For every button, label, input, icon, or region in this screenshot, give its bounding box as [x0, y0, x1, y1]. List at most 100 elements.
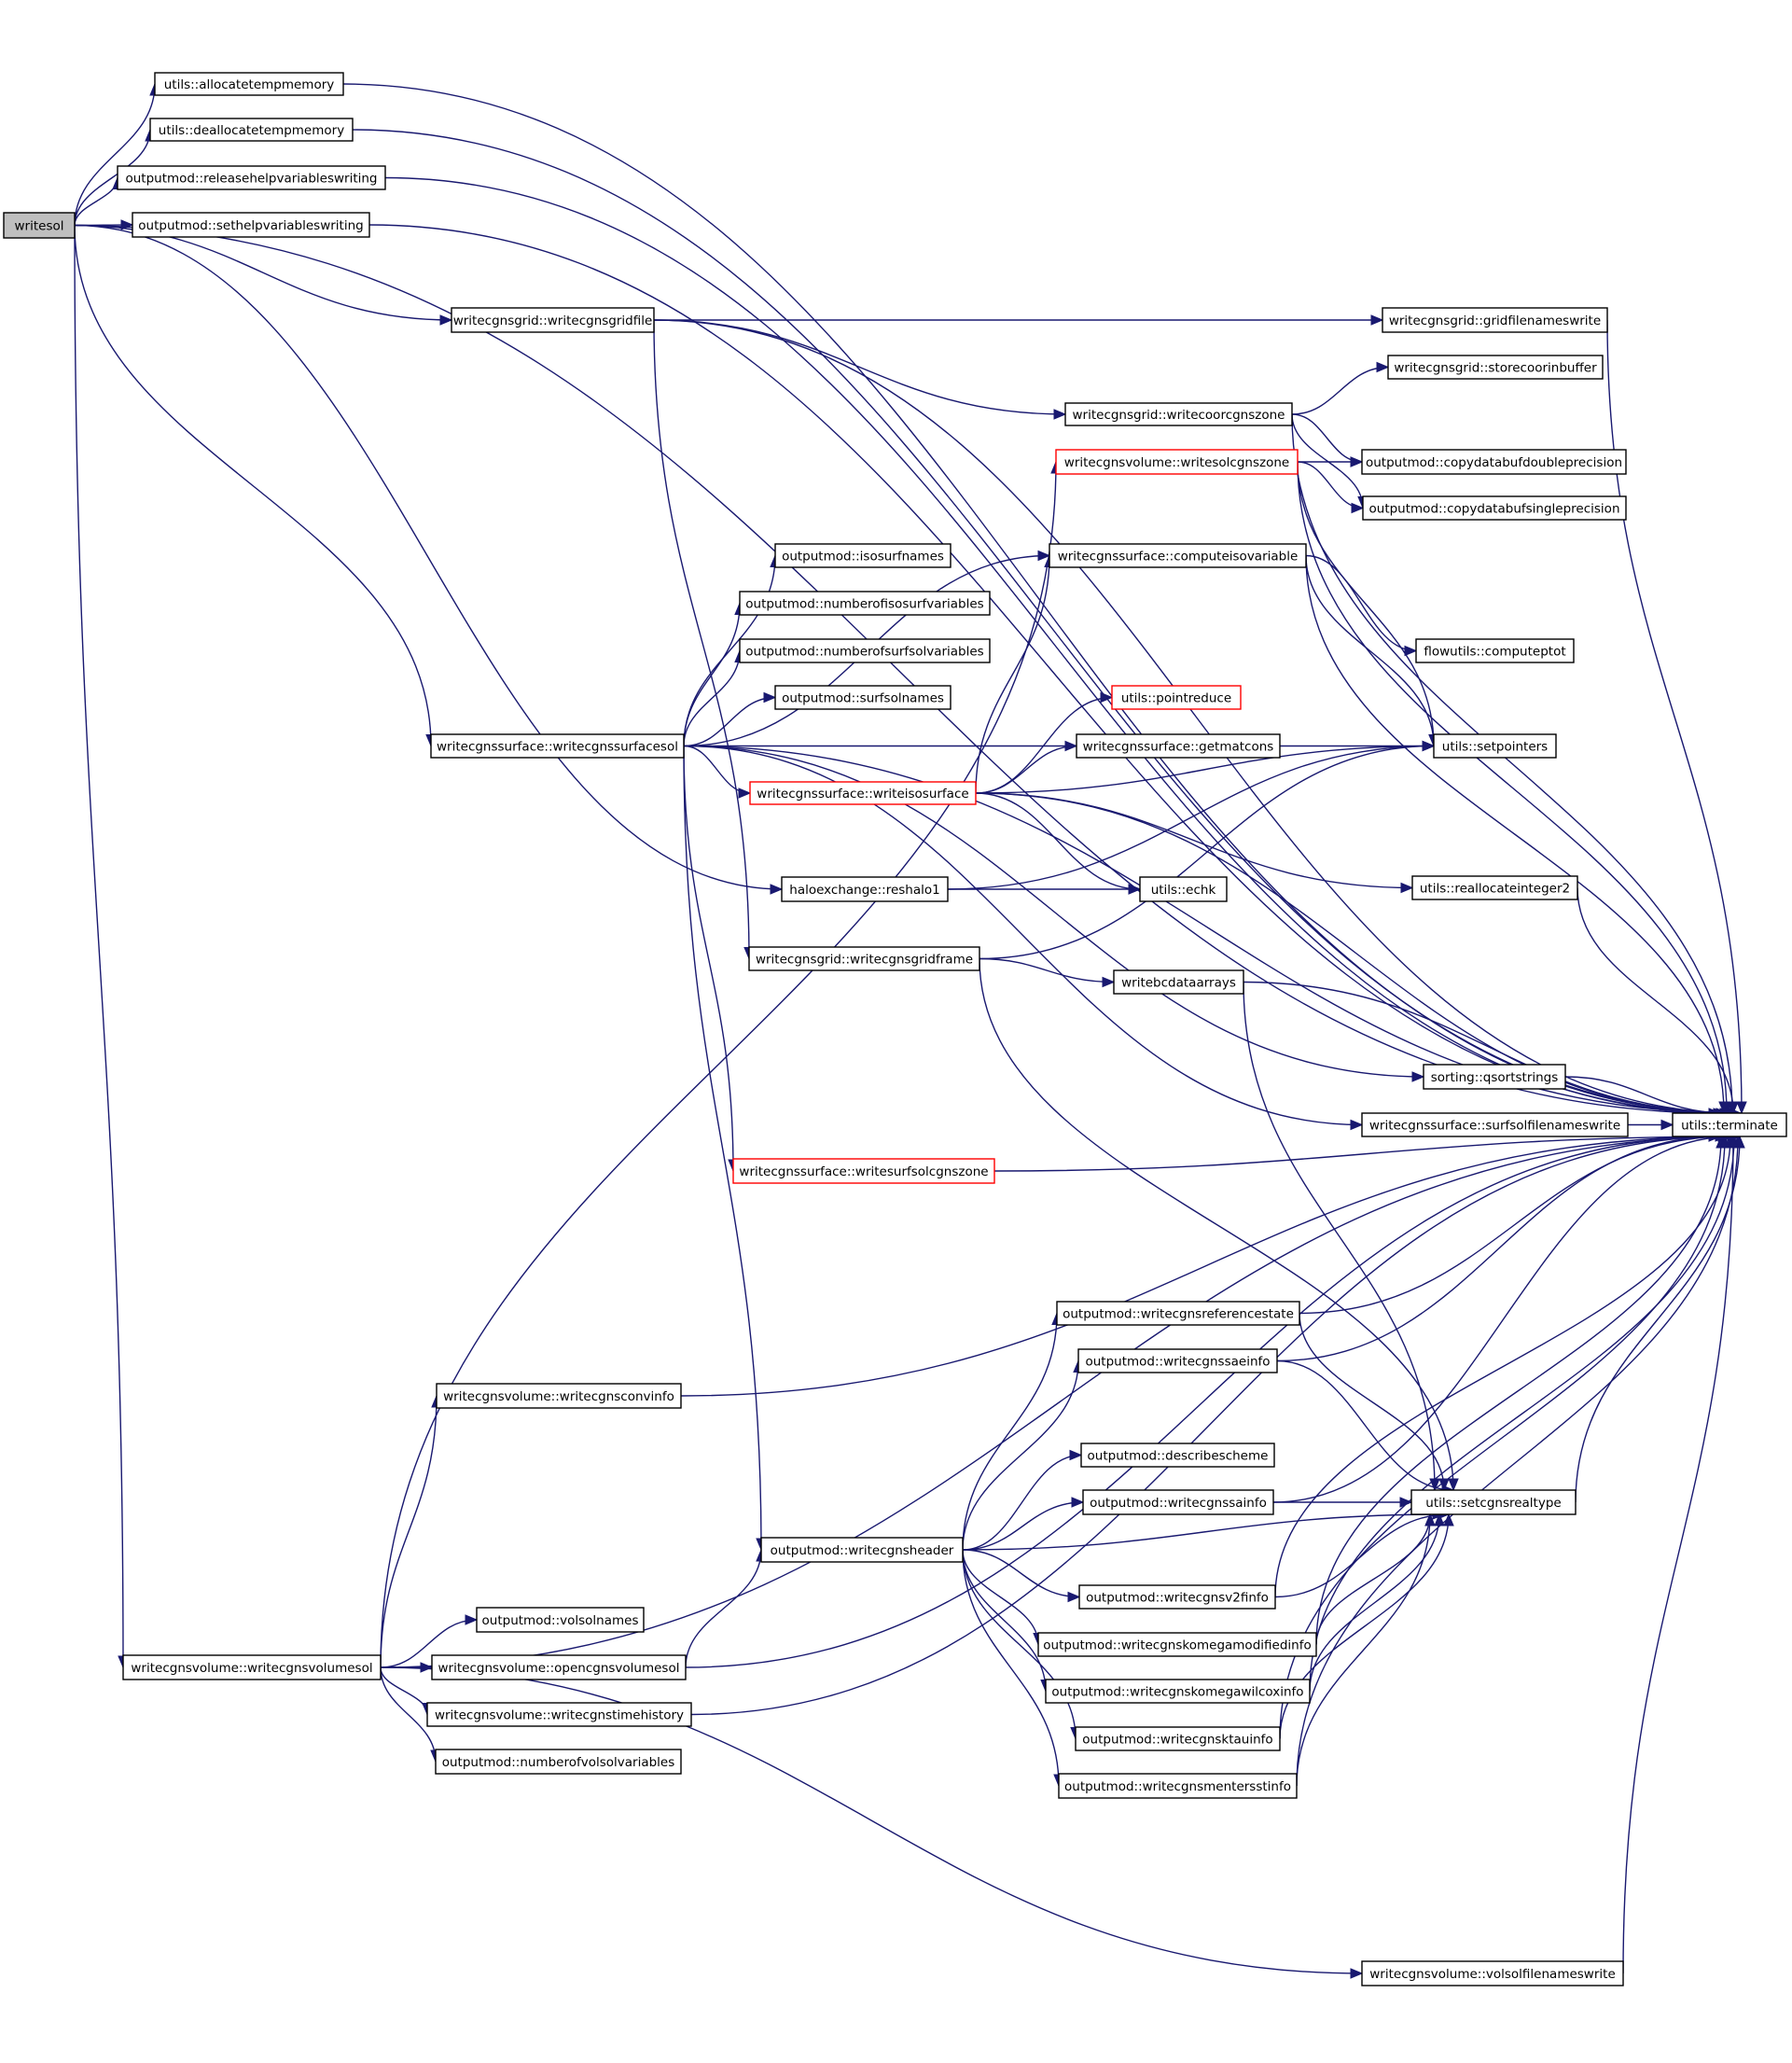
node-label: writecgnsvolume::volsolfilenameswrite	[1369, 1967, 1616, 1982]
edge-line	[1299, 1313, 1445, 1491]
node-label: utils::reallocateinteger2	[1420, 882, 1570, 897]
arrowhead-icon	[1102, 976, 1116, 988]
edge-computeisovariable-to-computeptot	[1305, 554, 1418, 657]
edge-writesol-to-reshalo1	[74, 224, 784, 895]
edge-writecgnsgridfile-to-writecoorcgnszone	[653, 319, 1067, 420]
node-qsortstrings[interactable]: sorting::qsortstrings	[1423, 1064, 1566, 1090]
node-opencgnsvolumesol[interactable]: writecgnsvolume::opencgnsvolumesol	[431, 1654, 687, 1680]
node-surfsolnames[interactable]: outputmod::surfsolnames	[774, 685, 952, 710]
node-writeisosurface[interactable]: writecgnssurface::writeisosurface	[749, 781, 977, 805]
node-writesurfsolcgnszone[interactable]: writecgnssurface::writesurfsolcgnszone	[732, 1158, 995, 1184]
node-gridfilenameswrite[interactable]: writecgnsgrid::gridfilenameswrite	[1382, 307, 1608, 333]
node-box	[760, 1537, 964, 1563]
node-writecgnskomegawilcoxinfo[interactable]: outputmod::writecgnskomegawilcoxinfo	[1045, 1679, 1311, 1704]
node-setpointers[interactable]: utils::setpointers	[1433, 733, 1557, 759]
arrowhead-icon	[1350, 456, 1364, 467]
node-reshalo1[interactable]: haloexchange::reshalo1	[781, 876, 949, 902]
node-storecoorinbuffer[interactable]: writecgnsgrid::storecoorinbuffer	[1387, 355, 1604, 380]
node-volsolfilenameswrite[interactable]: writecgnsvolume::volsolfilenameswrite	[1361, 1960, 1624, 1986]
node-numberofsurfsolvariables[interactable]: outputmod::numberofsurfsolvariables	[739, 638, 991, 663]
node-box	[1078, 1584, 1276, 1610]
node-writecgnsv2finfo[interactable]: outputmod::writecgnsv2finfo	[1078, 1584, 1276, 1610]
node-label: outputmod::writecgnsheader	[771, 1543, 954, 1558]
node-deallocatetempmemory[interactable]: utils::deallocatetempmemory	[149, 118, 354, 142]
edge-writecgnssurfacesol-to-writeisosurface	[683, 745, 752, 799]
node-surfsolfilenameswrite[interactable]: writecgnssurface::surfsolfilenameswrite	[1361, 1112, 1629, 1137]
node-box	[749, 781, 977, 805]
edge-line	[683, 745, 1363, 1126]
node-writecgnssainfo[interactable]: outputmod::writecgnssainfo	[1082, 1489, 1274, 1515]
node-echk[interactable]: utils::echk	[1139, 876, 1228, 902]
node-terminate[interactable]: utils::terminate	[1672, 1112, 1787, 1137]
edge-line	[1296, 1513, 1431, 1787]
nodes-layer: writesol utils::allocatetempmemoryutils::…	[3, 72, 1787, 1986]
node-writecgnsconvinfo[interactable]: writecgnsvolume::writecgnsconvinfo	[436, 1383, 682, 1409]
edge-writesolcgnszone-to-copydatabufsingleprecision	[1297, 461, 1365, 514]
node-setcgnsrealtype[interactable]: utils::setcgnsrealtype	[1410, 1489, 1577, 1515]
edge-line	[74, 129, 151, 226]
edge-writesol-to-writecgnssurfacesol	[74, 225, 437, 747]
node-writecgnssurfacesol[interactable]: writecgnssurface::writecgnssurfacesol	[430, 733, 685, 759]
node-numberofisosurfvariables[interactable]: outputmod::numberofisosurfvariables	[739, 591, 991, 616]
node-reallocateinteger2[interactable]: utils::reallocateinteger2	[1411, 875, 1578, 900]
node-box	[1055, 449, 1299, 475]
edge-writecgnssainfo-to-setcgnsrealtype	[1273, 1497, 1413, 1508]
node-numberofvolsolvariables[interactable]: outputmod::numberofvolsolvariables	[435, 1749, 682, 1775]
edge-line	[74, 83, 156, 226]
node-writecgnssaeinfo[interactable]: outputmod::writecgnssaeinfo	[1077, 1348, 1278, 1373]
node-label: writesol	[15, 219, 64, 234]
edge-line	[1309, 1513, 1440, 1692]
node-box	[132, 212, 370, 238]
node-computeisovariable[interactable]: writecgnssurface::computeisovariable	[1049, 543, 1307, 568]
node-isosurfnames[interactable]: outputmod::isosurfnames	[774, 543, 952, 568]
node-writecgnsktauinfo[interactable]: outputmod::writecgnsktauinfo	[1075, 1726, 1281, 1751]
node-describescheme[interactable]: outputmod::describescheme	[1080, 1443, 1275, 1468]
edge-line	[962, 1549, 1080, 1598]
arrowhead-icon	[1728, 1101, 1739, 1115]
edge-line	[683, 650, 741, 746]
node-writecgnsgridfile[interactable]: writecgnsgrid::writecgnsgridfile	[451, 307, 655, 333]
edge-line	[1243, 981, 1738, 1114]
node-copydatabufsingleprecision[interactable]: outputmod::copydatabufsingleprecision	[1362, 495, 1627, 521]
node-box	[1361, 1960, 1624, 1986]
node-label: utils::terminate	[1681, 1119, 1778, 1134]
node-writecgnsgridframe[interactable]: writecgnsgrid::writecgnsgridframe	[748, 946, 980, 971]
edge-writecgnsheader-to-writecgnssaeinfo	[962, 1359, 1084, 1551]
node-writecgnstimehistory[interactable]: writecgnsvolume::writecgnstimehistory	[426, 1702, 692, 1727]
arrowhead-icon	[1370, 314, 1384, 326]
edge-line	[380, 461, 1057, 1668]
node-label: utils::allocatetempmemory	[164, 77, 335, 92]
node-writecgnsmentersstinfo[interactable]: outputmod::writecgnsmentersstinfo	[1058, 1773, 1298, 1799]
node-writecoorcgnszone[interactable]: writecgnsgrid::writecoorcgnszone	[1064, 402, 1293, 426]
edge-line	[380, 1666, 1363, 1974]
node-writecgnskomegamodifiedinfo[interactable]: outputmod::writecgnskomegamodifiedinfo	[1037, 1632, 1317, 1657]
node-label: outputmod::sethelpvariableswriting	[138, 218, 363, 233]
node-writebcdataarrays[interactable]: writebcdataarrays	[1113, 969, 1244, 995]
node-label: writecgnssurface::writesurfsolcgnszone	[739, 1164, 988, 1179]
node-getmatcons[interactable]: writecgnssurface::getmatcons	[1076, 733, 1281, 759]
node-writecgnsheader[interactable]: outputmod::writecgnsheader	[760, 1537, 964, 1563]
node-pointreduce[interactable]: utils::pointreduce	[1111, 685, 1242, 710]
node-label: utils::setpointers	[1442, 740, 1548, 755]
node-allocatetempmemory[interactable]: utils::allocatetempmemory	[154, 72, 344, 96]
arrowhead-icon	[1404, 645, 1418, 657]
node-writecgnsvolumesol[interactable]: writecgnsvolume::writecgnsvolumesol	[122, 1654, 382, 1680]
node-writesol[interactable]: writesol	[3, 212, 76, 239]
node-volsolnames[interactable]: outputmod::volsolnames	[476, 1607, 645, 1633]
node-sethelpvariableswriting[interactable]: outputmod::sethelpvariableswriting	[132, 212, 370, 238]
node-releasehelpvariableswriting[interactable]: outputmod::releasehelpvariableswriting	[117, 165, 386, 190]
node-copydatabufdoubleprecision[interactable]: outputmod::copydatabufdoubleprecision	[1361, 449, 1627, 475]
edge-surfsolfilenameswrite-to-terminate	[1628, 1119, 1674, 1131]
node-label: writecgnsgrid::storecoorinbuffer	[1394, 361, 1597, 376]
node-writecgnsreferencestate[interactable]: outputmod::writecgnsreferencestate	[1056, 1301, 1300, 1326]
node-box	[739, 591, 991, 616]
node-box	[1045, 1679, 1311, 1704]
node-label: outputmod::describescheme	[1088, 1449, 1269, 1464]
edge-line	[962, 1513, 1445, 1551]
node-label: sorting::qsortstrings	[1431, 1070, 1559, 1085]
node-writesolcgnszone[interactable]: writecgnsvolume::writesolcgnszone	[1055, 449, 1299, 475]
node-computeptot[interactable]: flowutils::computeptot	[1415, 638, 1575, 663]
arrowhead-icon	[1067, 1591, 1081, 1603]
node-label: outputmod::writecgnsktauinfo	[1082, 1733, 1272, 1748]
edge-line	[380, 1666, 437, 1763]
